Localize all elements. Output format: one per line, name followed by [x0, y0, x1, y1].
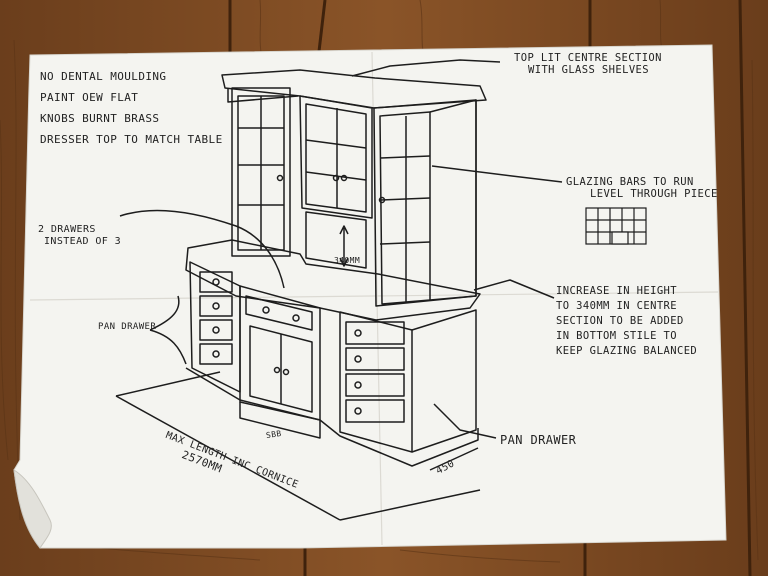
- note-line: Glazing bars to run: [566, 176, 694, 188]
- note-line: instead of 3: [44, 235, 122, 247]
- note-line: Dresser top to match table: [40, 133, 223, 146]
- note-line: Top lit centre section: [514, 52, 662, 64]
- note-increase-height: Increase in height to 340mm in centre se…: [556, 284, 697, 359]
- note-line: level through piece: [590, 188, 718, 201]
- note-line: 2 Drawers: [38, 224, 96, 235]
- glazing-bar-sketch: [585, 207, 647, 245]
- note-line: with glass shelves: [528, 64, 649, 77]
- note-top-lit-section: Top lit centre section with glass shelve…: [514, 52, 662, 76]
- note-line: Increase in height: [556, 285, 677, 297]
- note-line: Knobs Burnt Brass: [40, 112, 160, 125]
- note-line: in bottom stile to: [556, 330, 677, 342]
- note-pan-drawer-right: Pan drawer: [500, 433, 577, 447]
- note-340mm: 340mm: [334, 256, 361, 265]
- dresser-sketch: [115, 59, 563, 521]
- note-pan-drawer-left: Pan drawer: [98, 322, 157, 332]
- note-line: Paint OEW Flat: [40, 91, 139, 104]
- paper-crumpled-corner: [13, 469, 52, 549]
- note-design-spec: No Dental Moulding Paint OEW Flat Knobs …: [40, 66, 223, 150]
- note-two-drawers: 2 Drawers instead of 3: [38, 224, 121, 247]
- wood-planks: [228, 0, 752, 576]
- note-line: to 340mm in centre: [556, 300, 677, 312]
- note-glazing-bars: Glazing bars to run level through piece: [566, 176, 718, 200]
- note-line: section to be added: [556, 315, 684, 327]
- note-line: No Dental Moulding: [40, 70, 167, 83]
- note-line: keep glazing balanced: [556, 345, 698, 357]
